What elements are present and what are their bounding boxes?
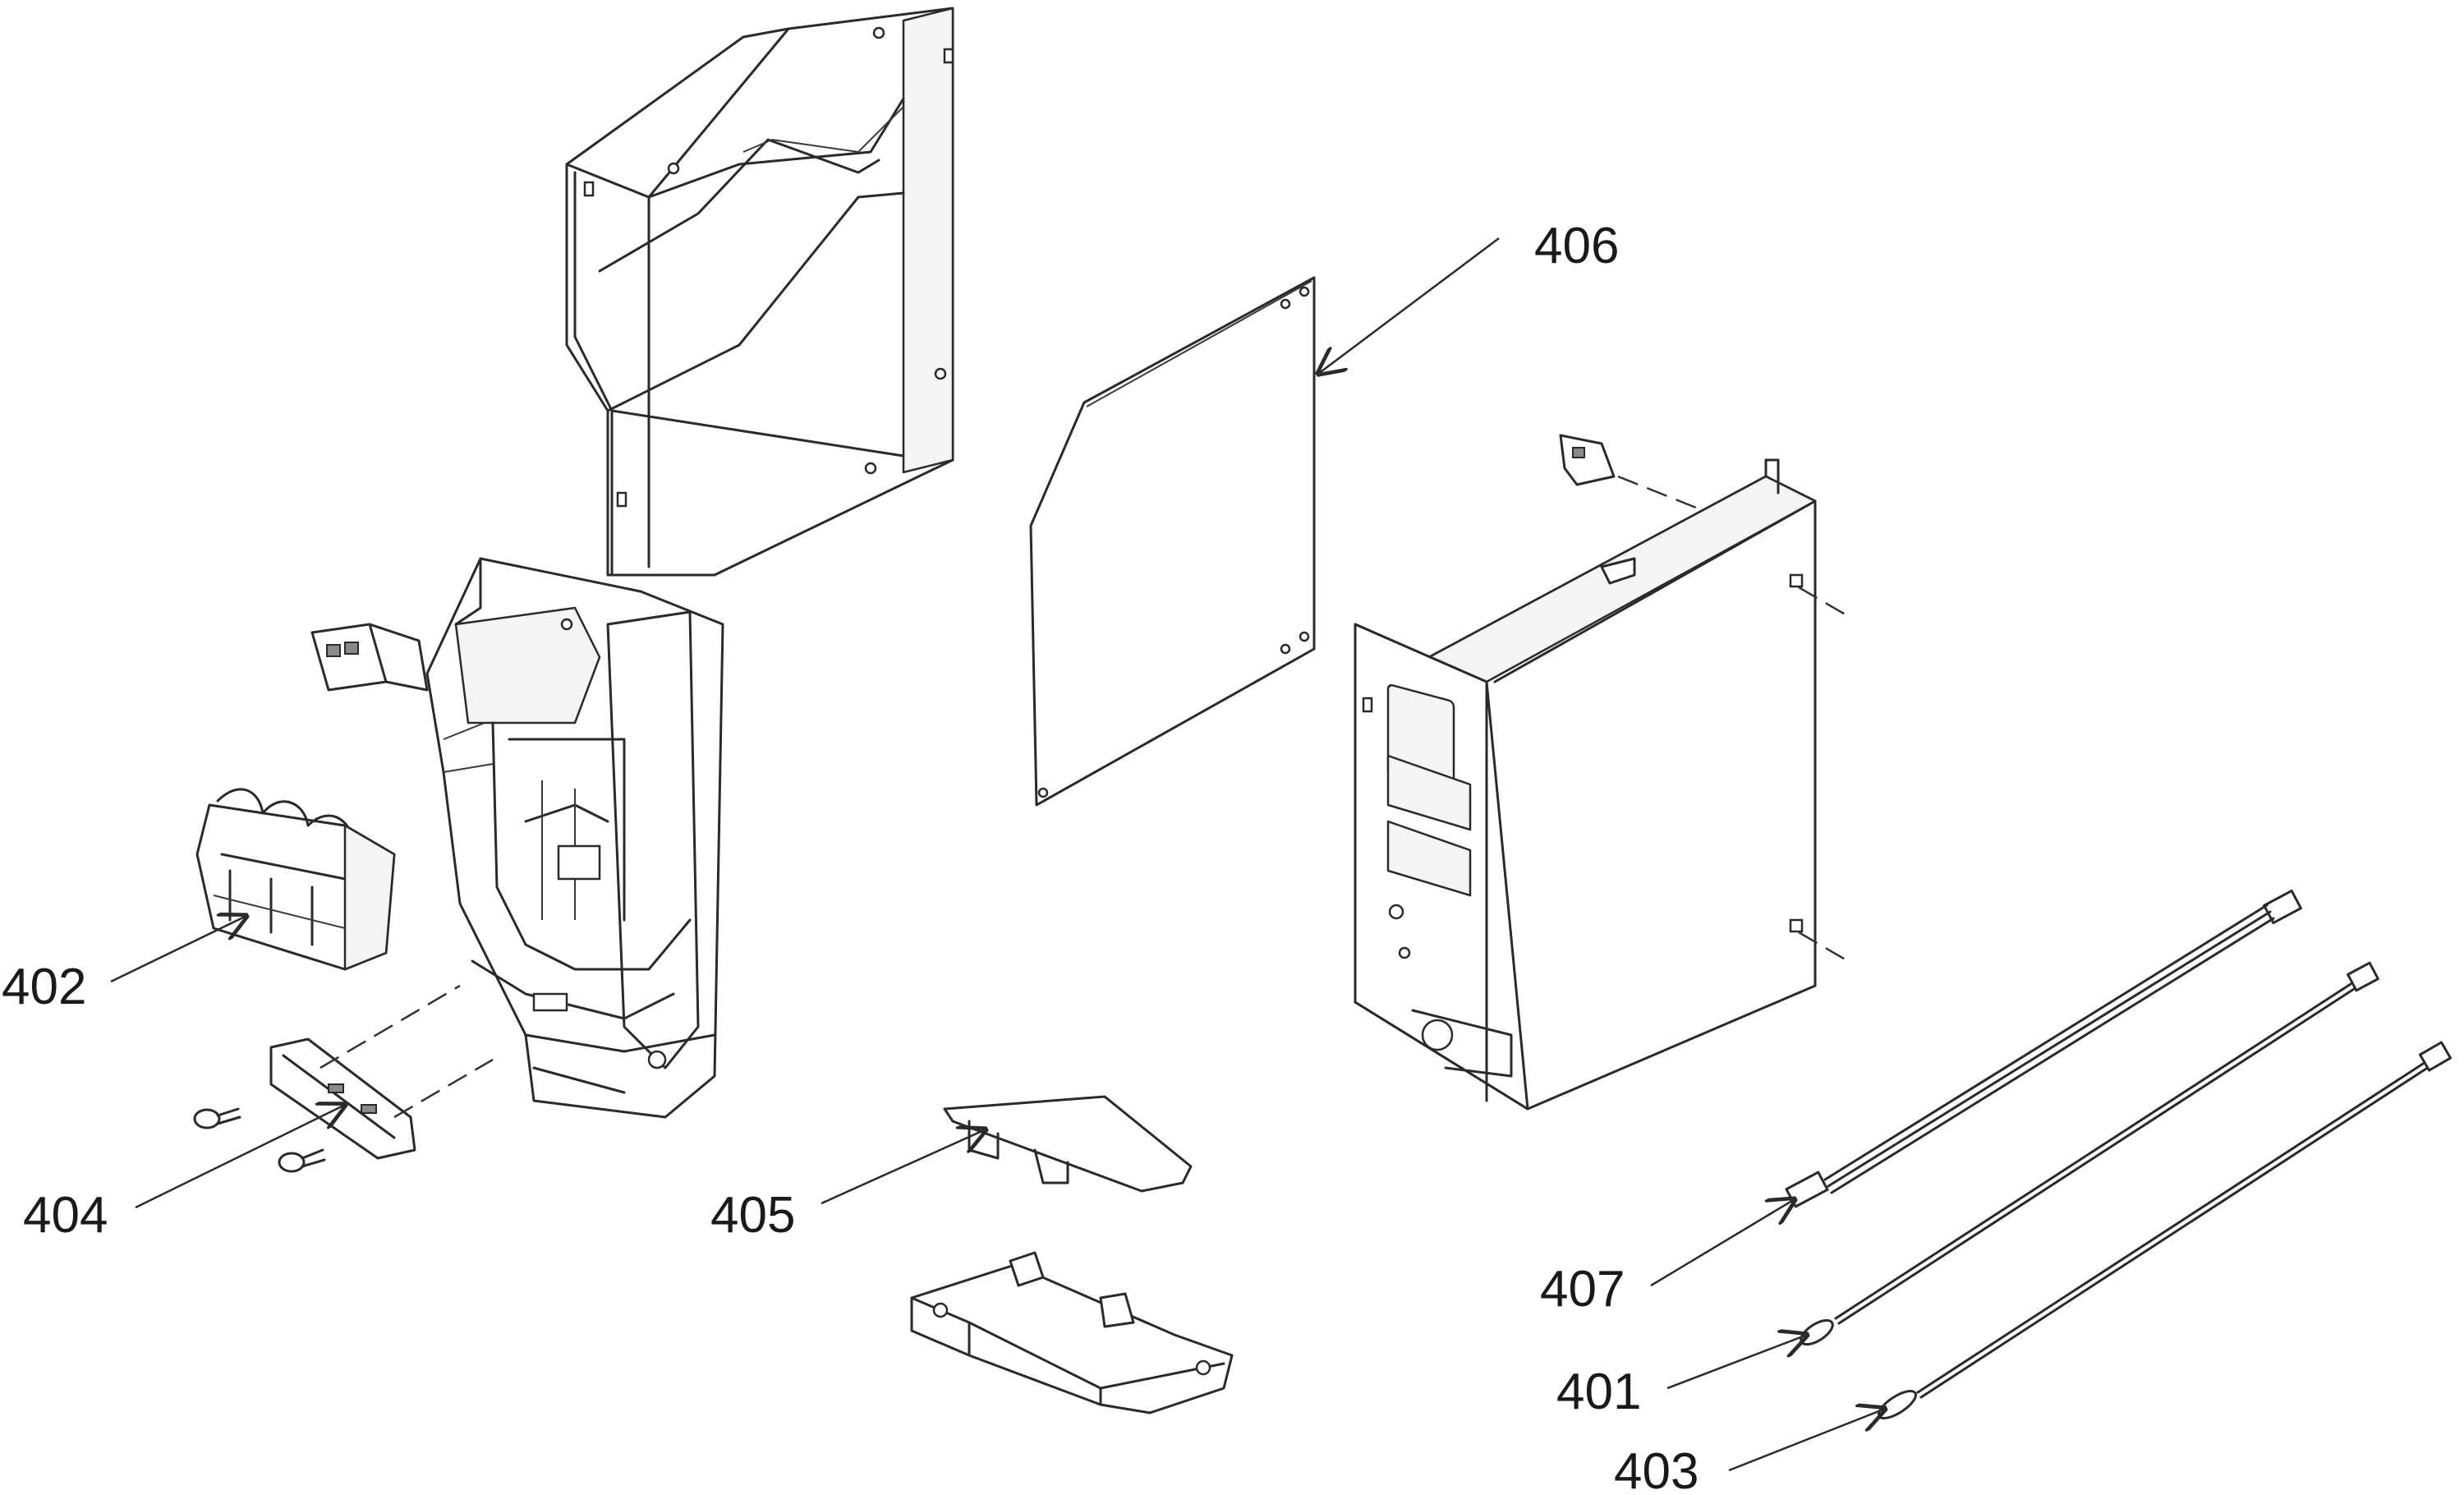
- wire-harness: [1785, 889, 2302, 1208]
- cord-clamp: [269, 1037, 416, 1160]
- callout-402: 402: [2, 959, 86, 1015]
- box-connector: [1559, 434, 1616, 486]
- callout-403: 403: [1614, 1443, 1699, 1495]
- sensor-cover: [943, 1095, 1193, 1193]
- control-box-frame: [310, 557, 724, 1119]
- leader-403: [1728, 1409, 1885, 1472]
- sensor-wire-403: [1878, 1041, 2452, 1419]
- electrical-box: [1354, 458, 1817, 1111]
- leader-405: [821, 1129, 986, 1205]
- leader-407: [1650, 1199, 1795, 1287]
- assembly-line-box-2: [1798, 586, 1849, 618]
- callout-401: 401: [1556, 1364, 1641, 1420]
- screw-2: [278, 1148, 326, 1173]
- pcb-plate: [1029, 276, 1316, 807]
- assembly-line-box-1: [1617, 475, 1701, 511]
- assembly-line-box-3: [1798, 931, 1849, 963]
- terminal-block-cover: [195, 788, 396, 971]
- leader-406: [1318, 237, 1500, 374]
- callout-406: 406: [1534, 218, 1619, 274]
- screw-1: [193, 1107, 241, 1129]
- leader-401: [1666, 1335, 1807, 1390]
- callout-405: 405: [710, 1187, 795, 1244]
- air-duct-panel: [565, 7, 954, 577]
- leader-402: [110, 916, 246, 983]
- sensor-housing: [910, 1251, 1234, 1414]
- assembly-line-clamp-1: [319, 984, 461, 1070]
- callout-407: 407: [1540, 1261, 1625, 1318]
- assembly-line-clamp-2: [393, 1058, 494, 1119]
- leader-404: [135, 1105, 345, 1209]
- callout-404: 404: [23, 1187, 108, 1244]
